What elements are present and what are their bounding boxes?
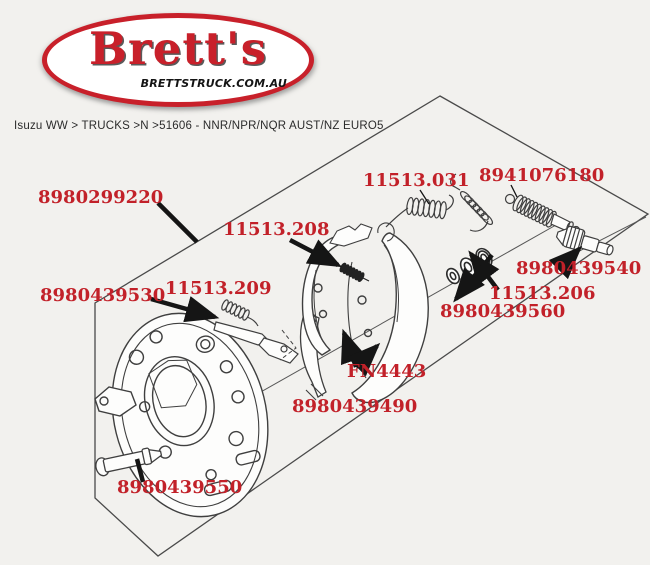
- part-label-8980439560: 8980439560: [440, 301, 566, 322]
- logo-brand-text: Brett's: [88, 22, 268, 75]
- part-label-8980439550: 8980439550: [117, 477, 243, 498]
- part-label-11513-031: 11513.031: [363, 170, 470, 191]
- return-spring-1: [385, 194, 454, 228]
- part-label-11513-206: 11513.206: [489, 283, 596, 304]
- shoe-return-spring-small: [334, 262, 370, 282]
- diagram-border: [94, 95, 650, 557]
- return-spring-2: [450, 173, 494, 232]
- part-label-8941076180: 8941076180: [479, 165, 605, 186]
- anchor-bolt: [95, 447, 163, 477]
- breadcrumb: Isuzu WW > TRUCKS >N >51606 - NNR/NPR/NQ…: [14, 120, 384, 132]
- backing-plate: [94, 312, 269, 518]
- parking-strut: [213, 299, 299, 364]
- part-label-8980439530: 8980439530: [40, 285, 166, 306]
- leader-lines: [134, 184, 583, 483]
- part-label-11513-209: 11513.209: [165, 278, 272, 299]
- part-label-8980439540: 8980439540: [516, 258, 642, 279]
- part-label-8980439490: 8980439490: [292, 396, 418, 417]
- logo-website-text: BRETTSTRUCK.COM.AU: [140, 77, 287, 90]
- right-brake-shoe: [347, 222, 429, 404]
- long-return-spring: [504, 193, 581, 235]
- part-label-11513-208: 11513.208: [223, 219, 330, 240]
- part-label-8980299220: 8980299220: [38, 187, 164, 208]
- part-label-FN4443: FN4443: [347, 361, 427, 382]
- bretts-logo: Brett's BRETTSTRUCK.COM.AU: [42, 13, 314, 107]
- adjuster-assembly: [555, 225, 614, 256]
